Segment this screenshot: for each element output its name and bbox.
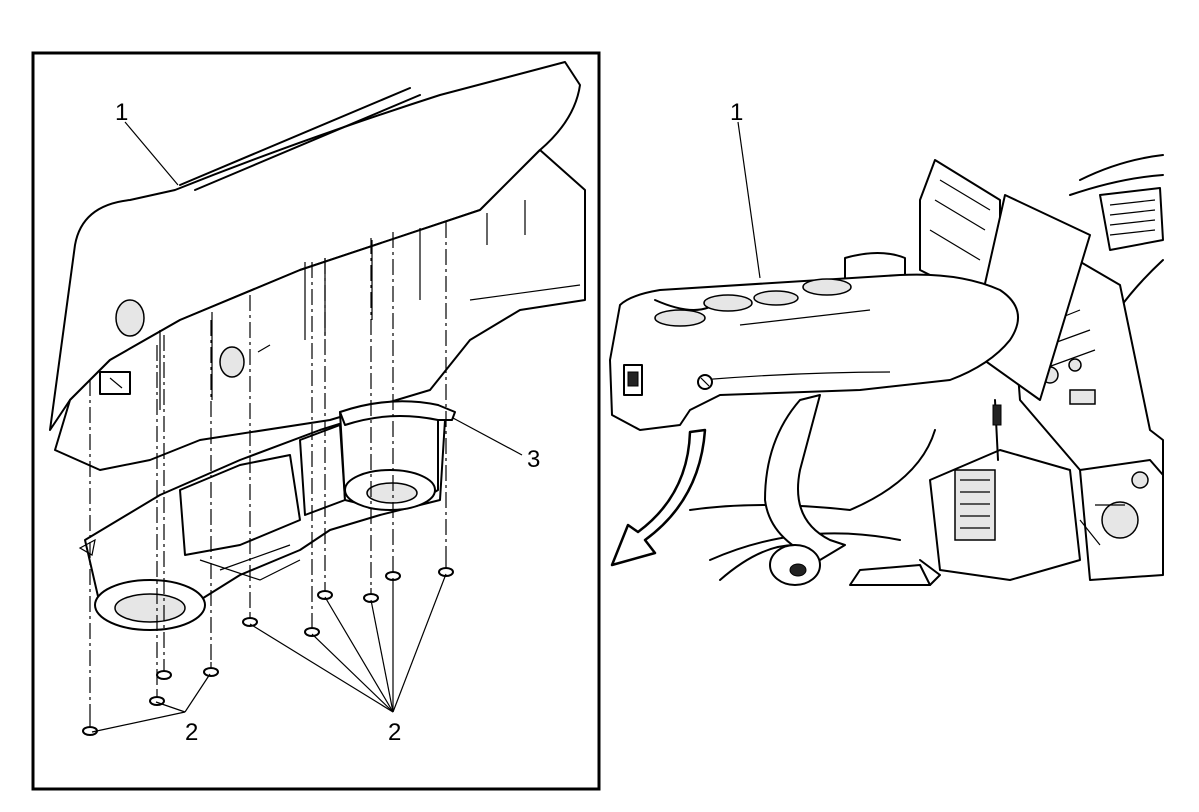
left-detail-view: 1 2 2 3 xyxy=(31,51,601,791)
shift-boot xyxy=(764,394,846,561)
console-underside xyxy=(49,61,586,471)
alignment-lines xyxy=(89,222,447,718)
cupholder-opening xyxy=(703,294,753,312)
cupholder-opening xyxy=(753,290,799,306)
callout-fasteners-left: 2 xyxy=(185,719,198,746)
leader-lines xyxy=(91,121,523,733)
right-overview-view: 1 xyxy=(609,99,1164,586)
vent-opening xyxy=(115,299,145,337)
callout-console-left: 1 xyxy=(115,99,128,126)
cupholder-opening xyxy=(802,278,852,296)
screw xyxy=(438,562,454,577)
cupholder-assembly xyxy=(78,400,456,631)
callout-cupholder: 3 xyxy=(527,446,540,473)
screw xyxy=(317,585,333,600)
callout-fasteners-right: 2 xyxy=(388,719,401,746)
callout-console-right: 1 xyxy=(730,99,743,126)
bracket xyxy=(99,371,131,395)
mount-hole xyxy=(219,346,245,378)
removal-direction-arrow-icon xyxy=(610,428,707,567)
cupholder-opening xyxy=(654,309,706,327)
screw xyxy=(304,622,320,637)
screw xyxy=(242,612,258,627)
leader-line-console-right xyxy=(737,121,761,279)
lower-mechanism xyxy=(849,399,1164,586)
screw xyxy=(203,662,219,677)
center-console xyxy=(609,273,1019,431)
